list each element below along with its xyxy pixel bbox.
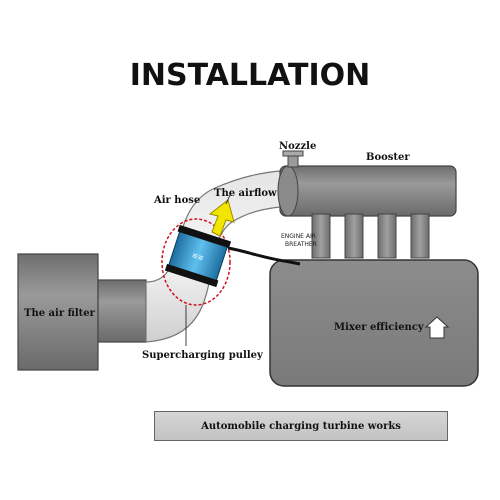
supercharging-pulley-label: Supercharging pulley bbox=[142, 350, 264, 361]
airflow-label: The airflow bbox=[214, 188, 277, 199]
air-filter-label: The air filter bbox=[24, 308, 96, 319]
caption-bar: Automobile charging turbine works bbox=[154, 411, 448, 441]
engine-block bbox=[269, 259, 479, 387]
connector-line bbox=[227, 246, 301, 266]
page-title: INSTALLATION bbox=[129, 58, 371, 93]
supercharging-turbine: ≡≡ bbox=[161, 218, 232, 306]
leader-lines bbox=[185, 194, 231, 346]
runner-pipes bbox=[311, 213, 430, 259]
nozzle bbox=[282, 150, 304, 168]
mixer-efficiency-label: Mixer efficiency bbox=[334, 322, 425, 333]
air-filter bbox=[17, 253, 147, 371]
engine-air-breather-label-1: ENGINE AIR bbox=[281, 233, 316, 240]
svg-text:≡≡: ≡≡ bbox=[191, 251, 205, 262]
caption-text: Automobile charging turbine works bbox=[201, 420, 401, 432]
booster bbox=[277, 165, 457, 217]
up-arrow-icon bbox=[208, 199, 235, 237]
house-icon bbox=[424, 316, 450, 339]
engine-air-breather-label-2: BREATHER bbox=[285, 241, 317, 248]
air-hose-label: Air hose bbox=[153, 195, 200, 206]
nozzle-label: Nozzle bbox=[279, 141, 316, 152]
booster-label: Booster bbox=[366, 152, 410, 163]
